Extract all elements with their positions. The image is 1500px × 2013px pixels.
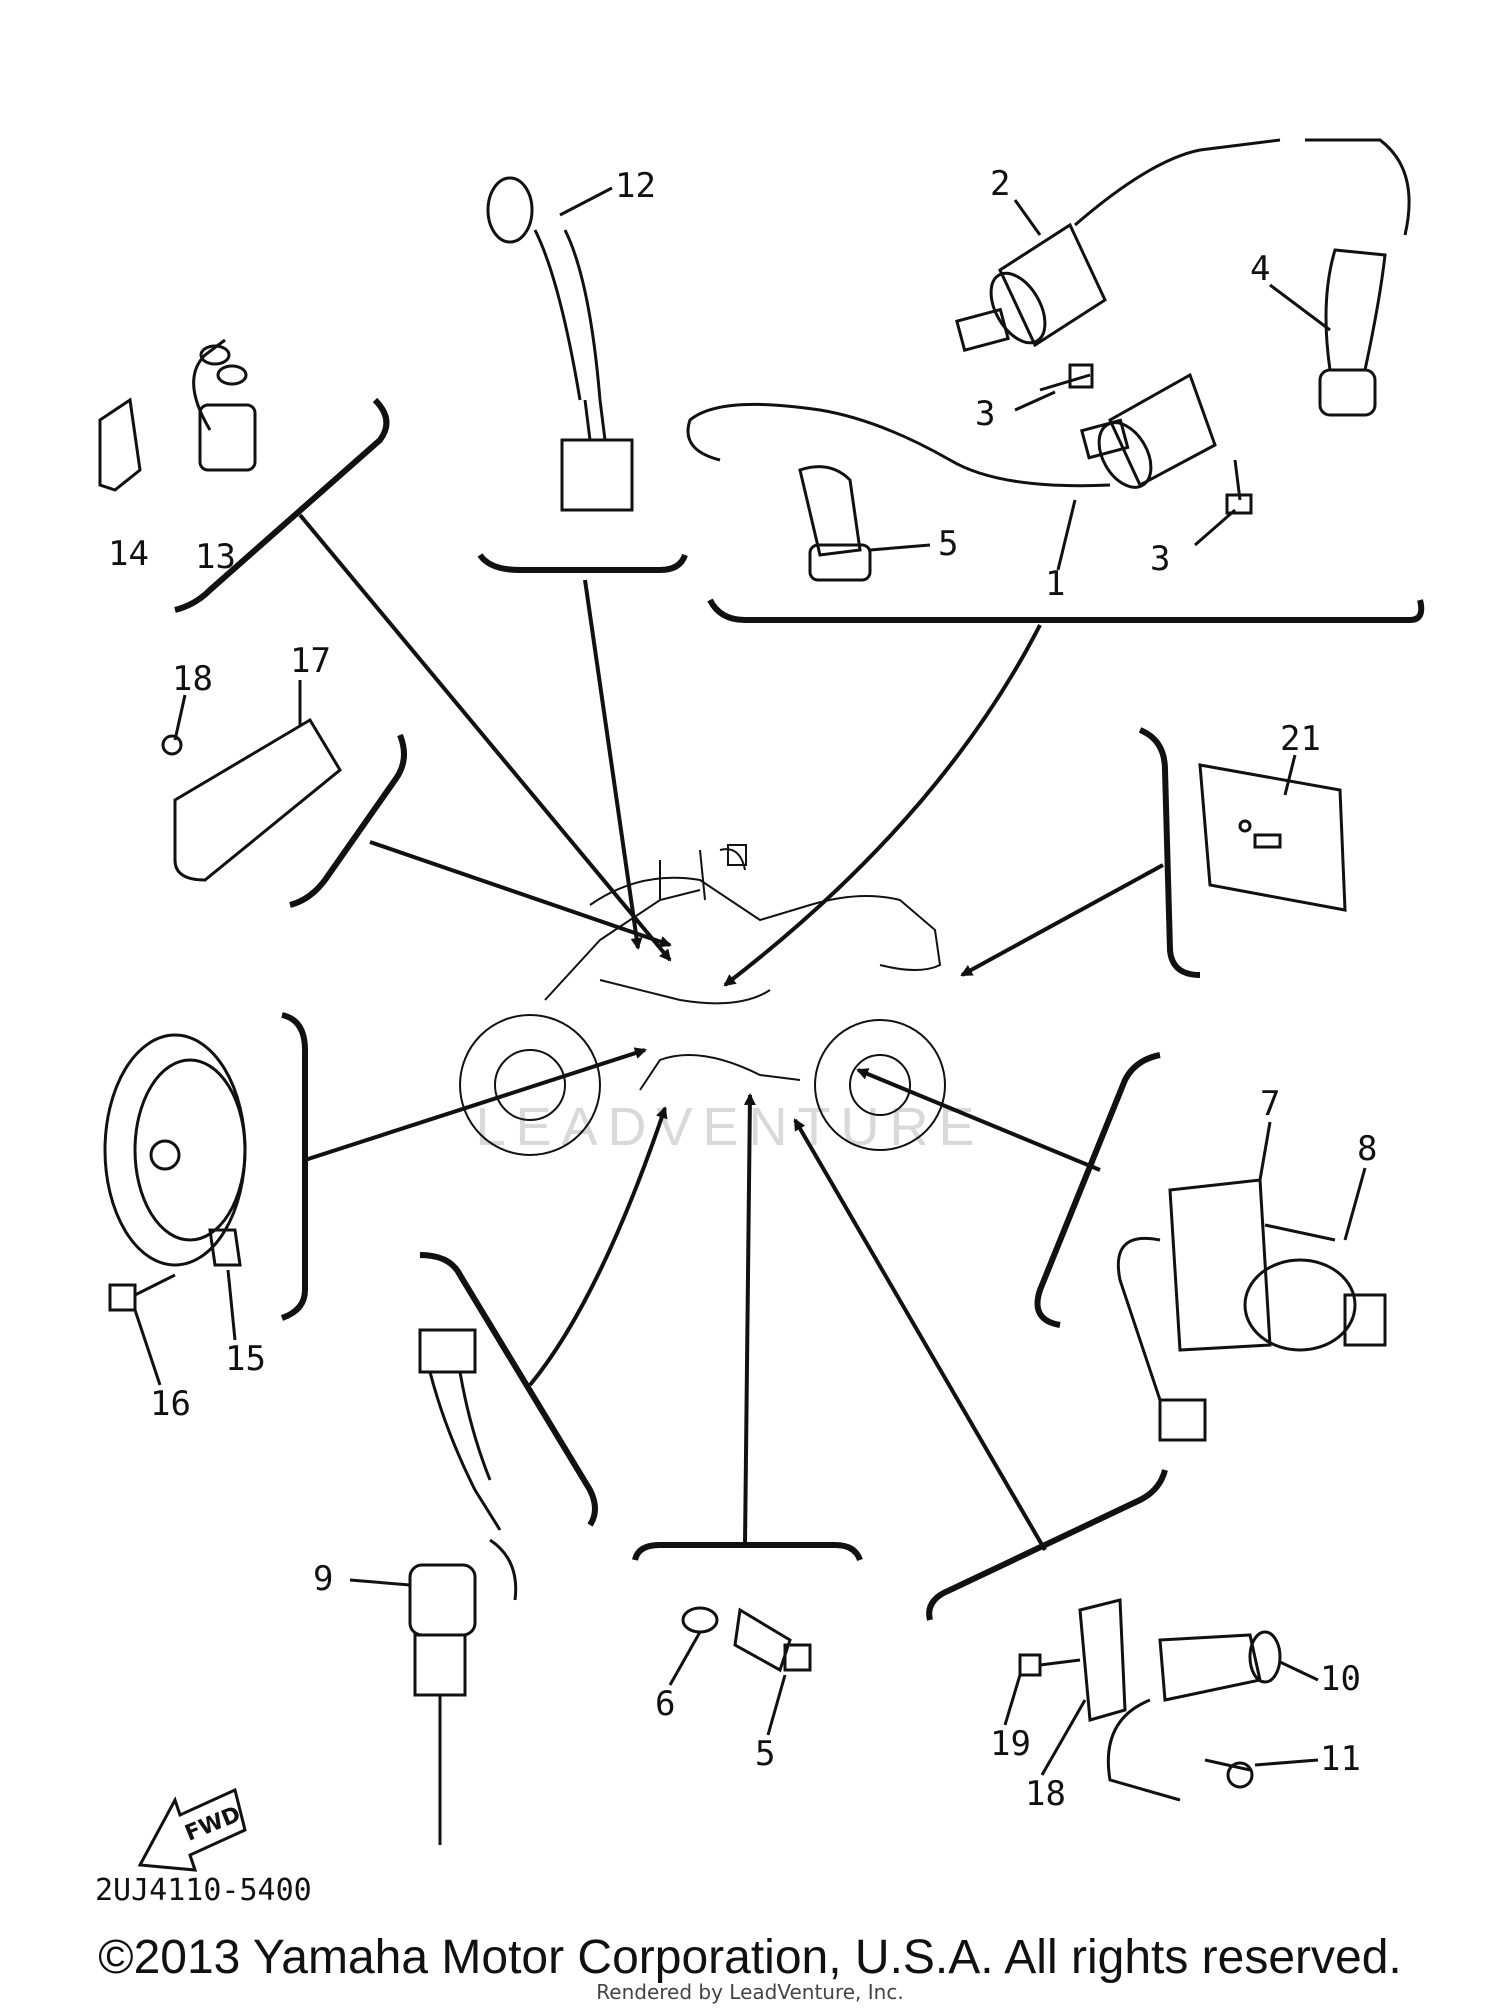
callout-13: 19 bbox=[990, 1724, 1031, 1764]
leader-lines bbox=[174, 397, 1425, 1621]
callout-leaders bbox=[133, 186, 1367, 1776]
part-17-18-sketch bbox=[103, 1033, 247, 1312]
callout-21: 21 bbox=[1280, 719, 1321, 759]
fwd-arrow: FWD bbox=[137, 1787, 247, 1872]
callout-5: 5 bbox=[755, 1734, 775, 1774]
rendered-by-notice: Rendered by LeadVenture, Inc. bbox=[596, 1980, 904, 2004]
motorcycle-outline bbox=[459, 844, 946, 1156]
callout-16: 14 bbox=[108, 534, 149, 574]
part-3-sketch bbox=[1039, 363, 1253, 515]
copyright-notice: ©2013 Yamaha Motor Corporation, U.S.A. A… bbox=[98, 1931, 1402, 1984]
part-15-16-sketch bbox=[98, 338, 257, 492]
callout-labels: 2 4 12 3 5 1 3 14 13 18 17 21 7 8 15 16 … bbox=[108, 164, 1377, 1814]
part-14-sketch bbox=[486, 176, 634, 512]
watermark: LEADVENTURE bbox=[475, 1097, 984, 1157]
callout-1: 1 bbox=[1045, 564, 1065, 604]
part-10-13-sketch bbox=[1018, 1598, 1282, 1802]
part-4-sketch bbox=[798, 248, 1387, 582]
callout-3a: 3 bbox=[975, 394, 995, 434]
callout-8: 8 bbox=[1357, 1129, 1377, 1169]
callout-12: 18 bbox=[1025, 1774, 1066, 1814]
part-9-sketch bbox=[408, 1328, 518, 1845]
callout-15: 13 bbox=[195, 537, 236, 577]
callout-17: 15 bbox=[225, 1339, 266, 1379]
callout-4a: 4 bbox=[1250, 249, 1270, 289]
part-code: 2UJ4110-5400 bbox=[95, 1873, 312, 1908]
pointer-lines bbox=[298, 513, 1164, 1552]
part-19-20-sketch bbox=[161, 717, 342, 882]
part-7-8-sketch bbox=[1116, 1178, 1387, 1442]
callout-9: 9 bbox=[313, 1559, 333, 1599]
callout-3b: 3 bbox=[1150, 539, 1170, 579]
part-21-sketch bbox=[1198, 763, 1347, 912]
callout-19: 17 bbox=[290, 641, 331, 681]
callout-6: 6 bbox=[655, 1684, 675, 1724]
callout-2: 2 bbox=[990, 164, 1010, 204]
part-5-6-sketch bbox=[681, 1606, 812, 1673]
callout-20: 18 bbox=[172, 659, 213, 699]
part-1-2-sketch bbox=[686, 138, 1411, 489]
callout-4b: 5 bbox=[938, 524, 958, 564]
callout-11: 11 bbox=[1320, 1739, 1361, 1779]
callout-7: 7 bbox=[1260, 1084, 1280, 1124]
callout-10: 10 bbox=[1320, 1659, 1361, 1699]
callout-18: 16 bbox=[150, 1384, 191, 1424]
callout-14: 12 bbox=[615, 166, 656, 206]
